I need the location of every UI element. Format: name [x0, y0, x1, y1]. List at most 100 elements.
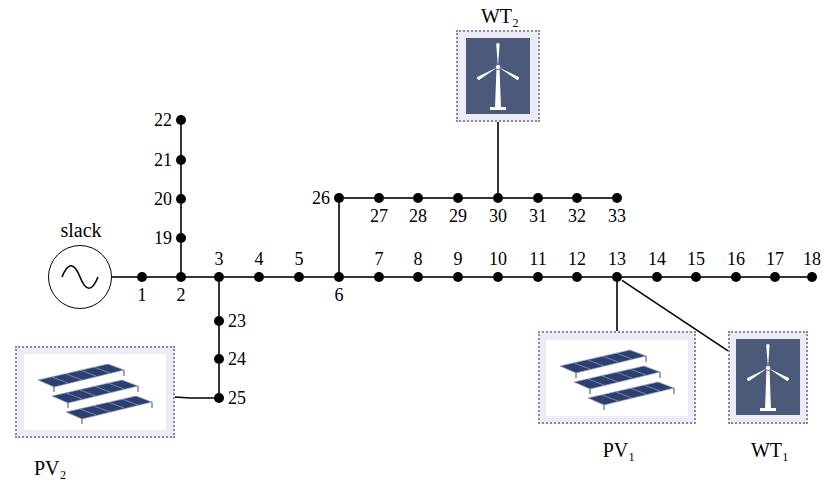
bus-dot: 17 [770, 272, 780, 282]
bus-number: 15 [687, 250, 705, 268]
bus-number: 20 [154, 190, 172, 208]
bus-dot: 5 [294, 272, 304, 282]
bus-dot: 1 [137, 272, 147, 282]
bus-number: 8 [414, 250, 423, 268]
bus-number: 14 [648, 250, 666, 268]
bus-number: 23 [228, 312, 246, 330]
bus-number: 11 [529, 250, 546, 268]
bus-number: 1 [138, 286, 147, 304]
bus-dot: 33 [612, 193, 622, 203]
bus-number: 6 [335, 286, 344, 304]
bus-dot: 3 [214, 272, 224, 282]
branch-line [662, 276, 691, 278]
device-label: slack [60, 220, 101, 240]
bus-number: 18 [803, 250, 821, 268]
branch-line [112, 276, 137, 278]
branch-line [338, 203, 340, 272]
branch-line [741, 276, 770, 278]
bus-dot: 19 [176, 233, 186, 243]
bus-number: 2 [177, 286, 186, 304]
branch-line [180, 165, 182, 194]
branch-line [423, 197, 453, 199]
bus-number: 30 [489, 207, 507, 225]
bus-number: 5 [295, 250, 304, 268]
bus-dot: 28 [413, 193, 423, 203]
branch-line [622, 276, 652, 278]
bus-dot: 6 [334, 272, 344, 282]
bus-dot: 2 [176, 272, 186, 282]
branch-line [344, 276, 374, 278]
branch-line [543, 276, 572, 278]
branch-line [503, 276, 533, 278]
generator-box: WT₁ [728, 331, 808, 424]
bus-number: 10 [489, 250, 507, 268]
bus-dot: 7 [374, 272, 384, 282]
branch-line [780, 276, 807, 278]
device-label: WT₂ [481, 6, 519, 26]
device-label: WT₁ [751, 440, 789, 460]
bus-dot: 11 [533, 272, 543, 282]
branch-line [175, 396, 214, 399]
bus-number: 27 [370, 207, 388, 225]
bus-dot: 4 [254, 272, 264, 282]
branch-line [180, 125, 182, 155]
bus-number: 21 [154, 151, 172, 169]
bus-number: 3 [215, 250, 224, 268]
bus-number: 22 [154, 111, 172, 129]
branch-line [147, 276, 176, 278]
bus-number: 4 [255, 250, 264, 268]
bus-dot: 31 [533, 193, 543, 203]
bus-number: 32 [568, 207, 586, 225]
branch-line [543, 197, 572, 199]
bus-dot: 20 [176, 194, 186, 204]
branch-line [616, 282, 618, 331]
bus-dot: 22 [176, 115, 186, 125]
branch-line [264, 276, 294, 278]
branch-line [497, 122, 499, 193]
branch-line [218, 326, 220, 354]
generator-box: WT₂ [456, 30, 540, 122]
bus-dot: 26 [334, 193, 344, 203]
bus-dot: 16 [731, 272, 741, 282]
branch-line [304, 276, 334, 278]
bus-number: 9 [454, 250, 463, 268]
bus-dot: 27 [374, 193, 384, 203]
bus-number: 26 [312, 189, 330, 207]
branch-line [186, 276, 214, 278]
branch-line [384, 197, 413, 199]
bus-number: 24 [228, 350, 246, 368]
branch-line [423, 276, 453, 278]
bus-number: 16 [727, 250, 745, 268]
bus-dot: 32 [572, 193, 582, 203]
branch-line [503, 197, 533, 199]
bus-number: 13 [608, 250, 626, 268]
bus-number: 25 [228, 389, 246, 407]
branch-line [463, 197, 493, 199]
device-label: PV₁ [603, 440, 636, 460]
bus-dot: 12 [572, 272, 582, 282]
branch-line [180, 204, 182, 233]
branch-line [218, 282, 220, 316]
bus-dot: 30 [493, 193, 503, 203]
bus-dot: 14 [652, 272, 662, 282]
branch-line [701, 276, 731, 278]
branch-line [622, 280, 728, 351]
bus-number: 17 [766, 250, 784, 268]
branch-line [463, 276, 493, 278]
bus-number: 33 [608, 207, 626, 225]
bus-number: 7 [375, 250, 384, 268]
bus-dot: 9 [453, 272, 463, 282]
bus-dot: 24 [214, 354, 224, 364]
bus-dot: 29 [453, 193, 463, 203]
bus-number: 19 [154, 229, 172, 247]
bus-dot: 10 [493, 272, 503, 282]
generator-box: PV₂ [15, 346, 175, 438]
bus-dot: 21 [176, 155, 186, 165]
bus-dot: 15 [691, 272, 701, 282]
bus-dot: 8 [413, 272, 423, 282]
bus-number: 29 [449, 207, 467, 225]
branch-line [582, 197, 612, 199]
bus-number: 28 [409, 207, 427, 225]
device-label: PV₂ [34, 458, 67, 478]
